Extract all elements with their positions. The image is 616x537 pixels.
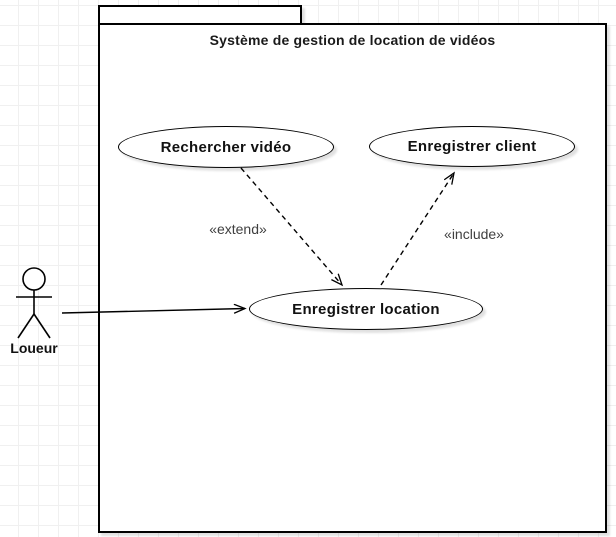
usecase-rechercher-video[interactable]: Rechercher vidéo (118, 126, 334, 168)
system-title: Système de gestion de location de vidéos (209, 32, 496, 48)
extend-stereotype-label[interactable]: «extend» (209, 221, 267, 237)
usecase-enregistrer-client[interactable]: Enregistrer client (369, 126, 575, 167)
actor-loueur-figure[interactable] (16, 267, 52, 339)
usecase-label: Enregistrer client (407, 138, 537, 155)
actor-head (22, 267, 46, 291)
usecase-enregistrer-location[interactable]: Enregistrer location (249, 288, 483, 330)
actor-right-leg (33, 313, 51, 339)
system-boundary-frame[interactable] (98, 23, 607, 533)
actor-left-leg (17, 313, 35, 339)
include-stereotype-label[interactable]: «include» (444, 226, 504, 242)
usecase-label: Enregistrer location (292, 300, 440, 318)
actor-loueur-label: Loueur (10, 340, 58, 356)
usecase-label: Rechercher vidéo (160, 138, 292, 156)
system-frame-tab[interactable] (98, 5, 302, 25)
